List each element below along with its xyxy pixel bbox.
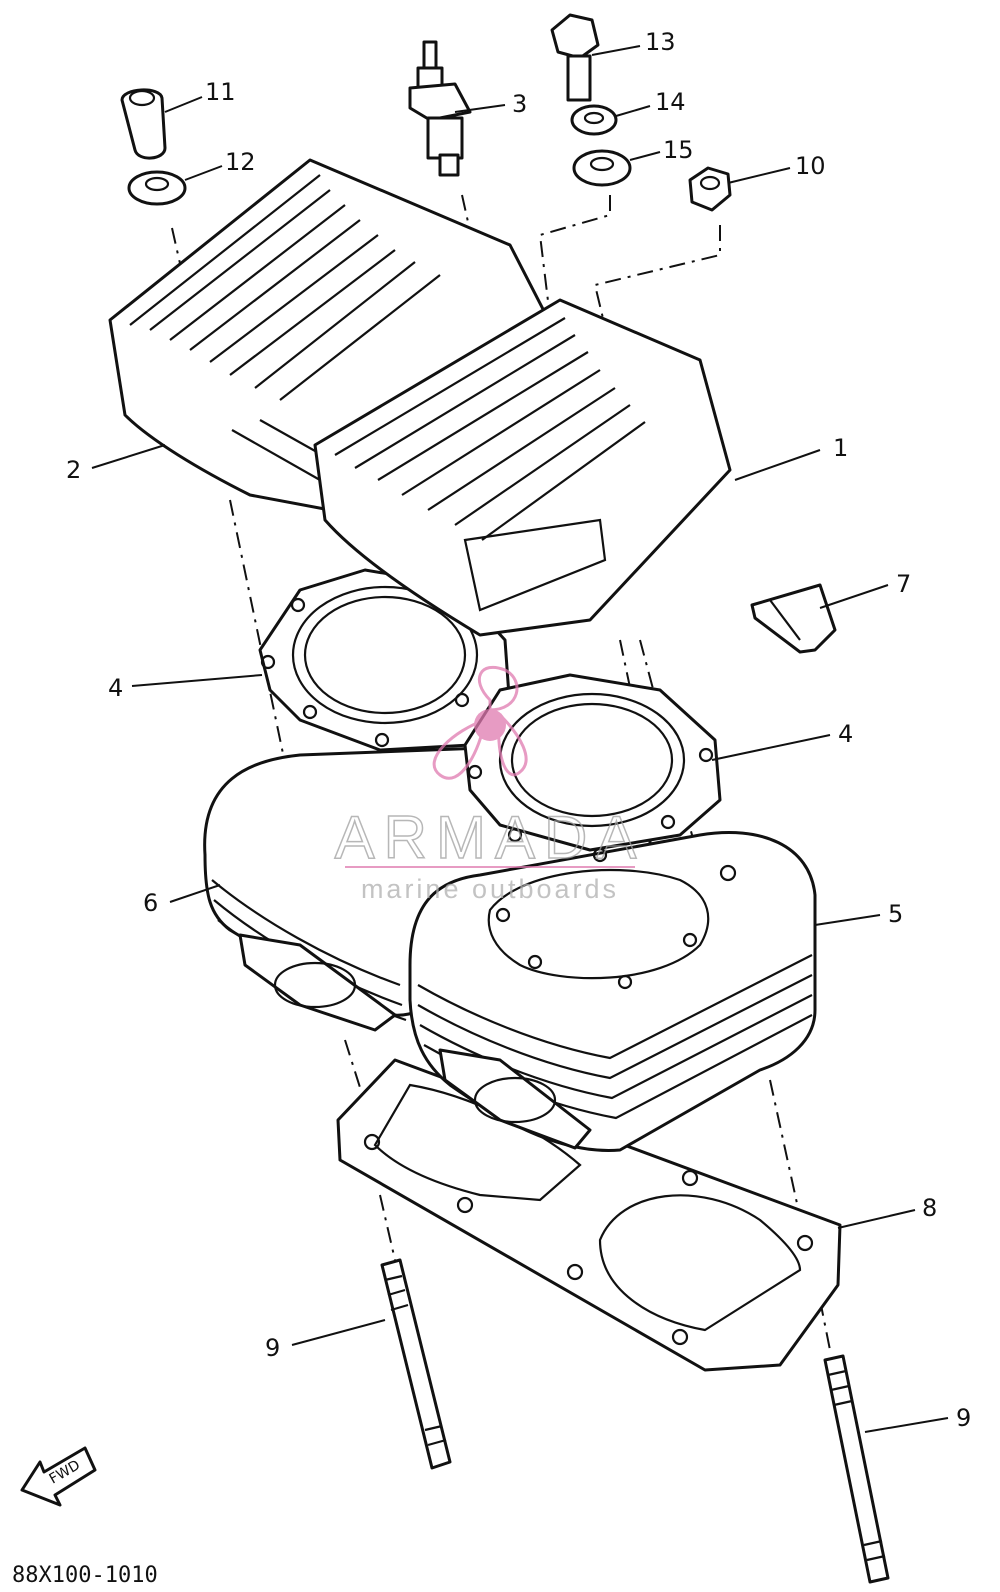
callout-9-right: 9 [956,1404,971,1432]
bolt-part-13 [550,13,600,102]
callout-6: 6 [143,889,158,917]
callout-5: 5 [888,900,903,928]
nut-part-10 [688,166,732,212]
callout-1: 1 [833,434,848,462]
watermark-tagline: marine outboards [361,874,619,904]
armada-watermark: ARMADA marine outboards [334,665,646,904]
watermark-underline [345,866,635,868]
plain-washer-part-15 [572,149,632,187]
callout-15: 15 [663,136,694,164]
callout-9-left: 9 [265,1334,280,1362]
spring-washer-part-14 [570,104,618,136]
spark-plug-part-3 [408,40,472,177]
washer-part-12 [127,170,187,206]
callout-14: 14 [655,88,686,116]
callout-13: 13 [645,28,676,56]
callout-12: 12 [225,148,256,176]
callout-4-front: 4 [838,720,853,748]
callout-10: 10 [795,152,826,180]
watermark-brand: ARMADA [335,804,646,871]
callout-4-rear: 4 [108,674,123,702]
callout-3: 3 [512,90,527,118]
fwd-direction-arrow: FWD [20,1446,97,1507]
cylinder-head-part-1 [313,298,732,637]
drawing-number: 88X100-1010 [12,1563,158,1588]
callout-8: 8 [922,1194,937,1222]
damper-part-7 [750,583,837,654]
collar-nut-part-11 [120,88,167,160]
stud-bolt-part-9-right [823,1354,890,1584]
propeller-logo-icon [432,665,528,780]
head-gasket-part-4-front [463,673,722,863]
cylinder-part-5 [408,831,817,1152]
callout-labels: 1 2 3 4 4 5 6 7 8 9 9 10 11 12 13 14 15 [66,28,971,1432]
callout-7: 7 [896,570,911,598]
leader-lines [91,45,949,1433]
callout-11: 11 [205,78,236,106]
callout-2: 2 [66,456,81,484]
stud-bolt-part-9-left [380,1258,452,1470]
